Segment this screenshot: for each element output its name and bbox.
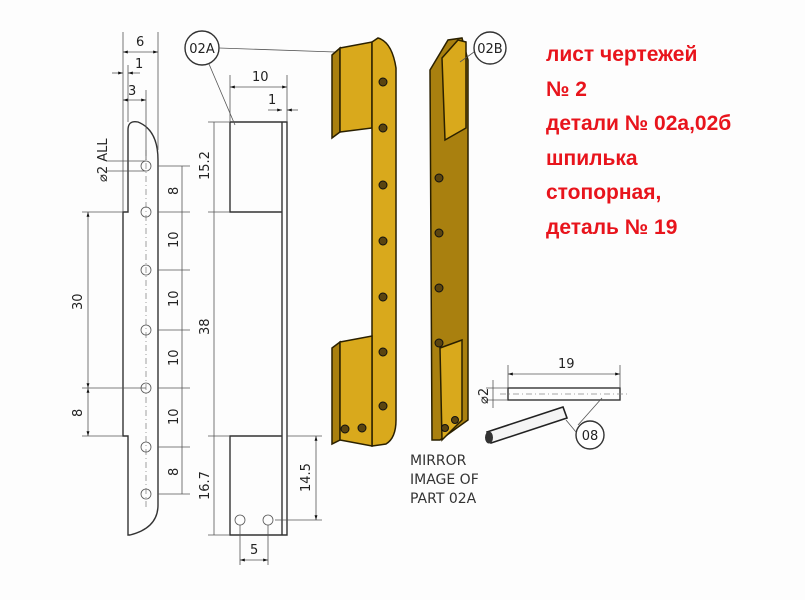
title-line: шпилька [546, 146, 638, 170]
title-line: стопорная, [546, 181, 662, 204]
title-line: деталь № 19 [546, 215, 678, 239]
callout-08: 08 [582, 429, 599, 444]
dim-pin-length: 19 [558, 357, 575, 372]
dim-flange-width: 10 [252, 70, 269, 85]
dim-strip-width: 6 [136, 35, 144, 50]
dim-flange-thickness: 1 [268, 93, 276, 108]
mirror-note: MIRROR IMAGE OF PART 02A [410, 453, 479, 507]
dim-16-7: 16.7 [198, 471, 213, 500]
pitch-dimensions: 8 10 10 10 10 8 [158, 165, 190, 495]
dim-14-5: 14.5 [299, 463, 314, 492]
svg-text:10: 10 [167, 349, 182, 366]
svg-text:02B: 02B [477, 42, 502, 57]
sheet-title: лист чертежей № 2 детали № 02а,02б шпиль… [546, 38, 731, 245]
svg-text:8: 8 [167, 187, 182, 195]
svg-text:8: 8 [167, 468, 182, 476]
dim-hole-spacing: 5 [250, 543, 258, 558]
side-view: 10 1 15.2 38 16.7 14.5 5 [198, 70, 322, 565]
svg-text:10: 10 [167, 231, 182, 248]
dim-hole-diameter: ⌀2 ALL [96, 138, 111, 182]
callout-02b [473, 31, 507, 65]
svg-text:PART 02A: PART 02A [410, 491, 477, 507]
dim-38: 38 [198, 318, 213, 335]
dim-left-8: 8 [71, 409, 86, 417]
dim-strip-edge: 1 [135, 57, 143, 72]
title-line: детали № 02а,02б [546, 112, 732, 135]
svg-text:IMAGE OF: IMAGE OF [410, 472, 479, 488]
dim-pin-diameter: ⌀2 [477, 388, 492, 404]
part-02b-3d: 02B [429, 31, 507, 442]
title-line: лист чертежей [546, 43, 698, 66]
callout-02a: 02A [184, 30, 336, 126]
dim-hole-offset: 3 [128, 84, 136, 99]
svg-text:MIRROR: MIRROR [410, 453, 467, 469]
dim-15-2: 15.2 [198, 151, 213, 180]
svg-text:10: 10 [167, 408, 182, 425]
svg-text:02A: 02A [189, 42, 215, 57]
pin-08: 19 ⌀2 08 [477, 357, 628, 450]
hole-row [340, 77, 388, 434]
svg-text:10: 10 [167, 290, 182, 307]
front-view-strip: 6 1 3 ⌀2 ALL 8 10 10 10 10 8 30 8 [71, 32, 190, 536]
part-02a-3d [331, 37, 397, 447]
dim-left-30: 30 [71, 293, 86, 310]
title-line: № 2 [546, 77, 587, 101]
